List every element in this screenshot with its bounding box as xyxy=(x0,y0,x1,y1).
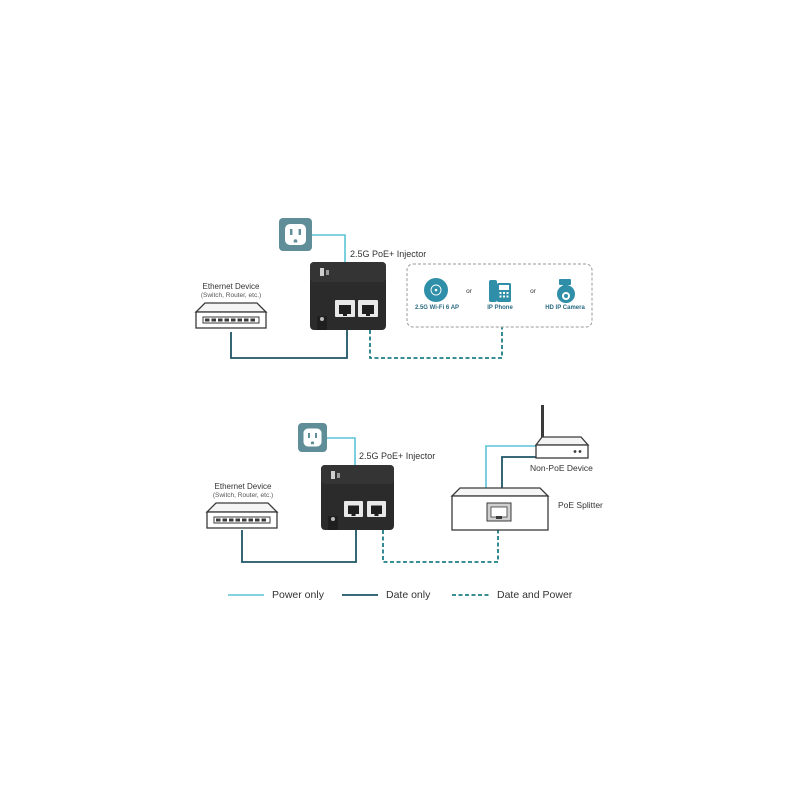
poe-splitter-icon xyxy=(450,487,550,531)
injector-label: 2.5G PoE+ Injector xyxy=(350,249,427,259)
ethernet-switch-icon xyxy=(194,302,268,329)
ethernet-switch-icon xyxy=(205,502,279,529)
led-indicator xyxy=(331,517,335,521)
diagram-1 xyxy=(194,218,593,359)
data-line xyxy=(241,530,357,563)
or-label: or xyxy=(466,288,472,295)
ethernet-port-icon xyxy=(367,501,386,517)
data-power-line xyxy=(369,327,503,359)
non-poe-device-icon xyxy=(534,405,590,459)
poe-splitter-label: PoE Splitter xyxy=(558,500,603,510)
ethernet-port-icon xyxy=(486,502,512,522)
access-point-icon xyxy=(424,278,448,302)
legend-label-data-power: Date and Power xyxy=(497,589,573,601)
ethernet-device-title: Ethernet Device xyxy=(214,482,272,491)
device-label-ap: 2.5G Wi-Fi 6 AP xyxy=(414,305,460,311)
ip-camera-icon xyxy=(557,279,575,303)
diagram-2 xyxy=(205,405,590,563)
wall-outlet-icon xyxy=(298,423,327,452)
ip-phone-icon xyxy=(489,280,511,302)
wall-outlet-icon xyxy=(279,218,312,251)
power-line xyxy=(485,445,537,488)
ethernet-device-subtitle: (Switch, Router, etc.) xyxy=(200,292,262,299)
or-label: or xyxy=(530,288,536,295)
legend-label-data: Date only xyxy=(386,589,431,601)
ethernet-device-title: Ethernet Device xyxy=(202,282,260,291)
device-label-camera: HD IP Camera xyxy=(545,305,585,311)
non-poe-device-label: Non-PoE Device xyxy=(530,463,593,473)
data-line xyxy=(501,456,537,488)
data-power-line xyxy=(382,530,499,563)
data-line xyxy=(230,330,348,359)
device-label-phone: IP Phone xyxy=(487,305,513,311)
ethernet-port-icon xyxy=(358,300,378,317)
power-line xyxy=(327,437,356,465)
injector-label: 2.5G PoE+ Injector xyxy=(359,451,436,461)
legend-label-power: Power only xyxy=(272,589,324,601)
ethernet-port-icon xyxy=(344,501,363,517)
led-indicator xyxy=(320,317,324,321)
poe-injector xyxy=(321,465,394,530)
ethernet-device-subtitle: (Switch, Router, etc.) xyxy=(212,492,274,499)
poe-injector xyxy=(310,262,386,330)
power-line xyxy=(312,234,346,262)
ethernet-port-icon xyxy=(335,300,355,317)
